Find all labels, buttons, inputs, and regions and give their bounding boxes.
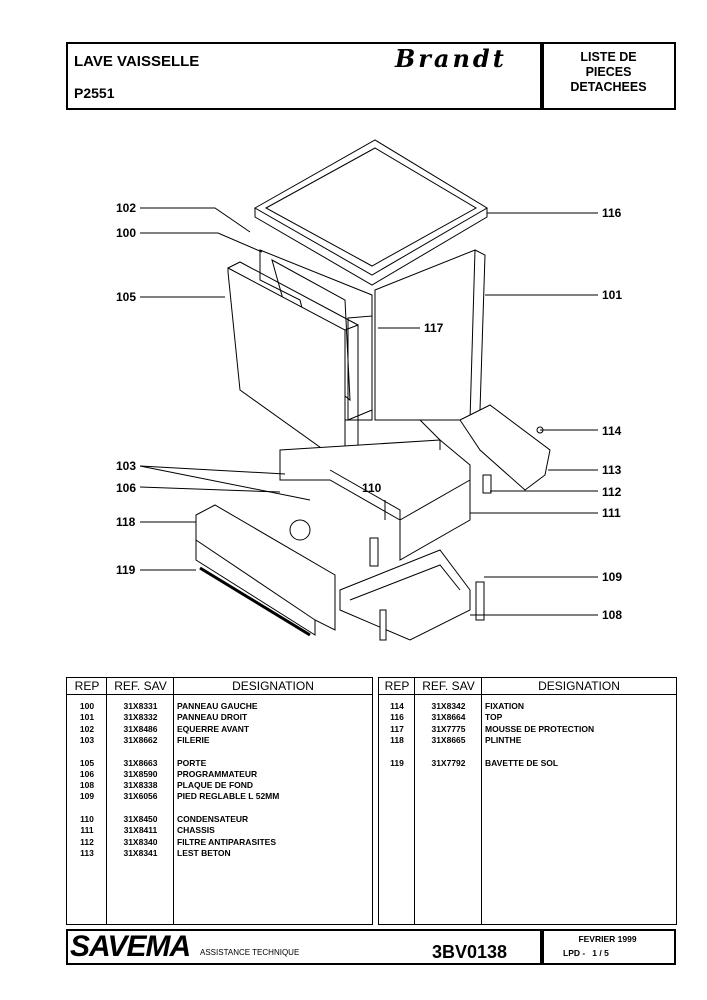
callout-119: 119	[116, 563, 136, 577]
cell-rep: 106	[79, 768, 95, 779]
col-header-designation: DESIGNATION	[482, 678, 676, 695]
cell-designation: BAVETTE DE SOL	[485, 757, 559, 768]
callout-113: 113	[602, 463, 622, 477]
cell-rep: 109	[79, 791, 95, 802]
cell-ref: 31X8342	[431, 701, 466, 711]
cell-designation: PLAQUE DE FOND	[177, 780, 254, 791]
cell-ref: 31X7775	[431, 723, 466, 734]
callout-106: 106	[116, 481, 137, 495]
cell-rep: 116	[390, 712, 404, 723]
cell-rep: 111	[80, 825, 94, 836]
col-header-rep: REP	[67, 678, 107, 695]
callout-114: 114	[602, 424, 622, 438]
col-divider	[481, 678, 482, 924]
cell-rep: 117	[390, 723, 404, 734]
cell-designation: FILTRE ANTIPARASITES	[177, 836, 277, 847]
product-title: LAVE VAISSELLE	[74, 53, 200, 70]
cell-rep: 118	[390, 734, 404, 745]
cell-rep: 102	[79, 723, 95, 734]
cell-designation: FILERIE	[177, 734, 210, 745]
cell-ref: 31X8486	[123, 723, 158, 734]
cell-ref: 31X8332	[123, 712, 158, 723]
document-code: 3BV0138	[432, 942, 508, 962]
cell-ref: 31X7792	[431, 757, 466, 768]
cell-designation: PIED REGLABLE L 52MM	[177, 791, 280, 802]
callout-101: 101	[602, 288, 623, 302]
cell-rep: 105	[79, 757, 95, 768]
cell-ref: 31X8664	[431, 712, 466, 723]
cell-designation: PLINTHE	[485, 734, 522, 745]
cell-designation: TOP	[485, 712, 503, 723]
cell-ref: 31X8450	[123, 814, 158, 824]
callout-111: 111	[602, 506, 621, 520]
page-number: LPD - 1 / 5	[563, 948, 609, 958]
footer-date-box	[541, 929, 676, 965]
callout-109: 109	[602, 570, 623, 584]
header-doc-type-box	[541, 42, 676, 110]
cell-ref: 31X8662	[123, 734, 158, 745]
cell-designation: PROGRAMMATEUR	[177, 768, 258, 779]
col-divider	[106, 678, 107, 924]
col-header-rep: REP	[379, 678, 415, 695]
callout-116: 116	[602, 206, 622, 220]
callout-108: 108	[602, 608, 623, 622]
cell-ref: 31X8665	[431, 734, 466, 745]
cell-designation: CHASSIS	[177, 825, 215, 836]
callout-100: 100	[116, 226, 137, 240]
company-subtitle: ASSISTANCE TECHNIQUE	[200, 948, 300, 957]
callout-117: 117	[424, 321, 444, 335]
cell-ref: 31X8590	[123, 768, 158, 779]
cell-rep: 110	[80, 814, 94, 824]
col-divider	[414, 678, 415, 924]
parts-table-right: REP REF. SAV DESIGNATION 114 31X8342 FIXAT…	[378, 677, 677, 925]
cell-designation: MOUSSE DE PROTECTION	[485, 723, 595, 734]
callout-118: 118	[116, 515, 136, 529]
callout-102: 102	[116, 201, 137, 215]
cell-rep: 113	[80, 847, 94, 858]
cell-designation: PORTE	[177, 757, 207, 768]
cell-ref: 31X8411	[123, 825, 158, 836]
col-header-ref: REF. SAV	[415, 678, 482, 695]
cell-rep: 119	[390, 757, 404, 768]
callout-105: 105	[116, 290, 137, 304]
col-divider	[173, 678, 174, 924]
cell-designation: CONDENSATEUR	[177, 814, 249, 824]
document-date: FEVRIER 1999	[578, 934, 637, 944]
callout-110: 110	[362, 481, 382, 495]
cell-ref: 31X8340	[123, 836, 158, 847]
callout-112: 112	[602, 485, 622, 499]
brand-logo: Brandt	[395, 44, 507, 73]
cell-ref: 31X6056	[123, 791, 158, 802]
cell-ref: 31X8341	[123, 847, 158, 858]
col-header-ref: REF. SAV	[107, 678, 174, 695]
cell-rep: 103	[79, 734, 95, 745]
cell-ref: 31X8338	[123, 780, 158, 791]
cell-rep: 100	[79, 701, 95, 711]
cell-rep: 114	[390, 701, 404, 711]
callout-103: 103	[116, 459, 137, 473]
product-model: P2551	[74, 85, 115, 101]
doc-type-label: LISTE DE PIECES DETACHEES	[570, 50, 647, 94]
cell-designation: PANNEAU DROIT	[177, 712, 248, 723]
cell-ref: 31X8331	[123, 701, 158, 711]
col-header-designation: DESIGNATION	[174, 678, 372, 695]
cell-rep: 101	[79, 712, 95, 723]
cell-rep: 108	[79, 780, 95, 791]
cell-rep: 112	[80, 836, 94, 847]
cell-designation: FIXATION	[485, 701, 525, 711]
cell-ref: 31X8663	[123, 757, 158, 768]
cell-designation: LEST BETON	[177, 847, 231, 858]
cell-designation: EQUERRE AVANT	[177, 723, 250, 734]
exploded-diagram	[139, 139, 598, 641]
cell-designation: PANNEAU GAUCHE	[177, 701, 258, 711]
company-logo: SAVEMA	[70, 930, 191, 963]
